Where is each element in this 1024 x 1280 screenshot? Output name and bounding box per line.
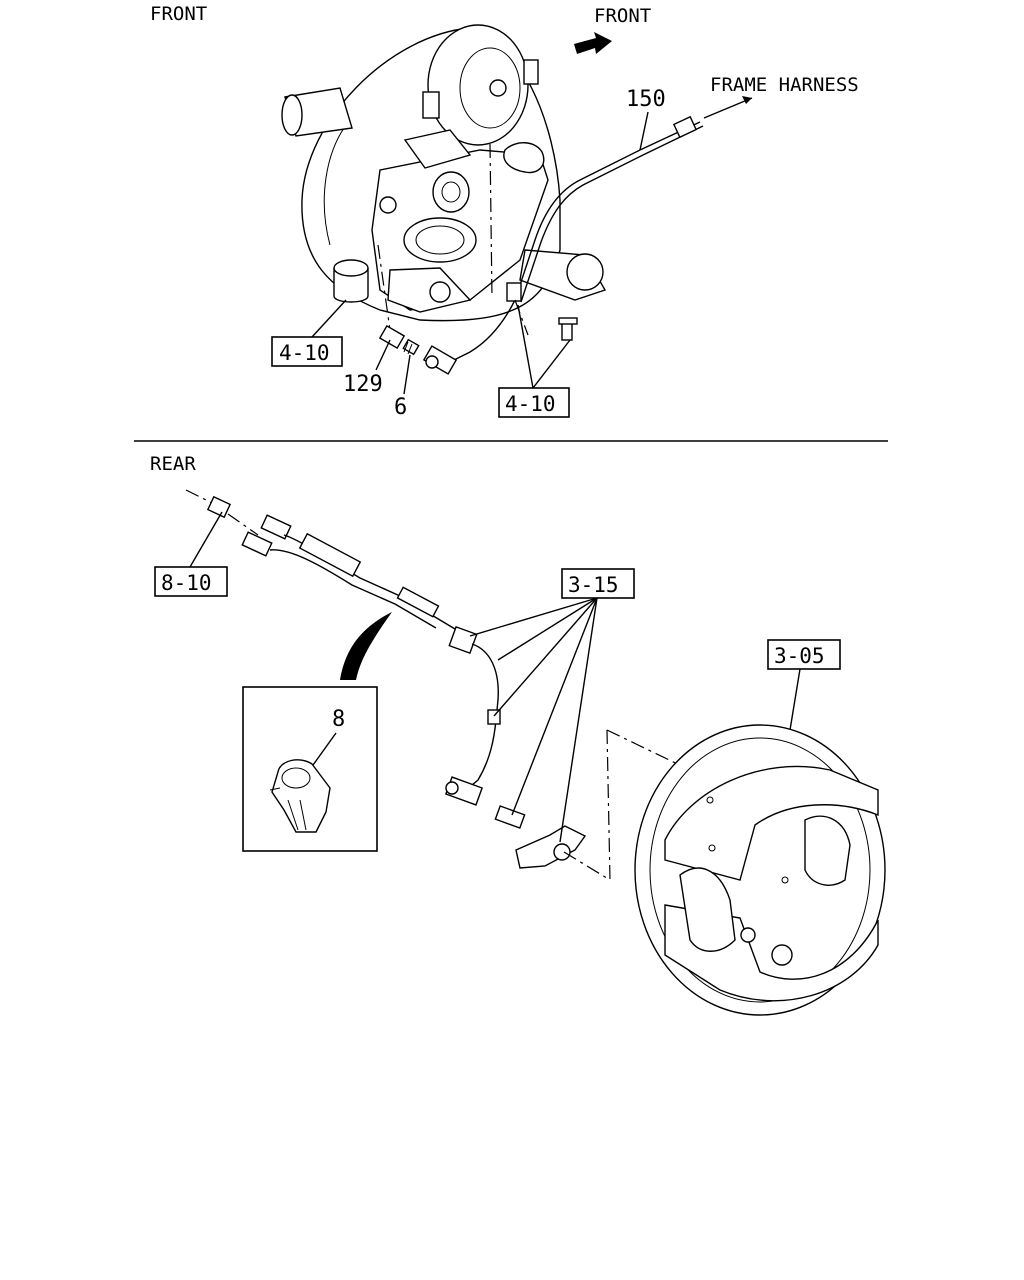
rear-heading: REAR: [150, 453, 196, 475]
rear-section: REAR: [150, 453, 886, 1016]
front-heading: FRONT: [150, 3, 207, 25]
callout-6: 6: [394, 395, 407, 420]
callout-8: 8: [332, 707, 345, 732]
speed-sensor-front: [422, 345, 458, 375]
ref-box-3-05: [767, 639, 841, 670]
sensor-bushing: [378, 324, 406, 350]
speed-sensor-rear: [444, 776, 484, 806]
harness-clip: [269, 759, 331, 833]
rear-abs-harness: [185, 489, 526, 829]
ref-box-8-10: [154, 566, 228, 597]
steering-knuckle: [371, 142, 607, 313]
front-section: FRONT FRONT FRAME HARNESS: [150, 3, 859, 420]
ref-box-right: [498, 387, 570, 418]
callout-150: 150: [626, 87, 666, 112]
mounting-bolt: [558, 317, 578, 341]
frame-harness-label: FRAME HARNESS: [710, 74, 859, 96]
callout-129: 129: [343, 372, 383, 397]
boss-cylinder: [333, 259, 369, 303]
axle-stub: [281, 87, 353, 137]
ref-3-05: 3-05: [774, 644, 825, 668]
front-abs-harness: [422, 115, 704, 375]
front-direction-label: FRONT: [594, 5, 651, 27]
ref-8-10: 8-10: [161, 571, 212, 595]
detail-pointer-arrow: [340, 612, 392, 680]
arrow-upper-right-icon: [574, 32, 612, 54]
rear-brake-assembly: [634, 724, 886, 1016]
ref-4-10-right: 4-10: [505, 392, 556, 416]
brake-chamber: [403, 24, 539, 169]
ref-4-10-left: 4-10: [279, 341, 330, 365]
ref-box-3-15: [561, 568, 635, 599]
sensor-clip: [402, 338, 420, 356]
ref-box-left: [271, 336, 343, 367]
ref-3-15: 3-15: [568, 573, 619, 597]
sensor-bracket: [515, 825, 587, 869]
